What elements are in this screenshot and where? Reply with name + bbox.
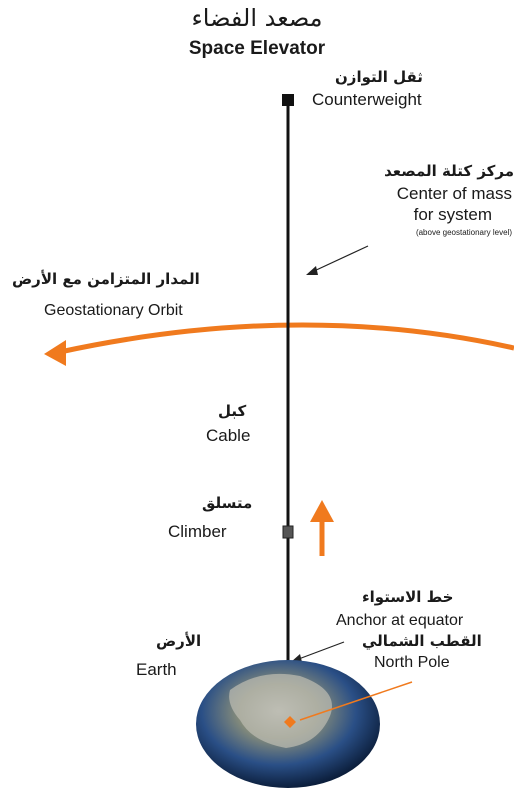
- north-pole-label-arabic: القطب الشمالي: [362, 632, 482, 650]
- equator-label-arabic: خط الاستواء: [362, 588, 454, 606]
- anchor-pointer-head: [291, 654, 302, 662]
- climber-label-arabic: متسلق: [202, 494, 253, 512]
- climber-arrowhead: [310, 500, 334, 522]
- earth-label-english: Earth: [136, 660, 177, 679]
- geostationary-orbit-arrow: [59, 322, 514, 355]
- cable-label-arabic: كبل: [218, 402, 247, 420]
- climber-label-english: Climber: [168, 522, 227, 541]
- anchor-label-english: Anchor at equator: [336, 612, 464, 629]
- counterweight-label-arabic: ثقل التوازن: [335, 68, 423, 86]
- earth-landmass: [229, 673, 332, 748]
- center-of-mass-label-arabic: مركز كتلة المصعد: [384, 162, 514, 180]
- north-pole-label-english: North Pole: [374, 654, 450, 671]
- title-english: Space Elevator: [188, 38, 326, 59]
- earth-label-arabic: الأرض: [156, 632, 202, 650]
- center-of-mass-note: (above geostationary level): [415, 228, 512, 237]
- geostationary-orbit-label-english: Geostationary Orbit: [44, 302, 183, 319]
- title-arabic: مصعد الفضاء: [191, 4, 323, 32]
- center-of-mass-pointer: [311, 245, 369, 273]
- anchor-pointer: [295, 641, 345, 661]
- north-pole-pointer: [299, 681, 413, 721]
- center-of-mass-label-line1: Center of mass: [396, 184, 512, 203]
- climber-block: [282, 525, 294, 539]
- center-of-mass-label-line2: for system: [413, 205, 492, 224]
- north-pole-marker: [284, 716, 296, 728]
- geostationary-orbit-label-arabic: المدار المتزامن مع الأرض: [12, 270, 200, 288]
- counterweight-block: [282, 94, 294, 106]
- orbit-arrowhead: [44, 340, 66, 366]
- center-of-mass-pointer-head: [306, 266, 318, 275]
- counterweight-label-english: Counterweight: [312, 90, 422, 109]
- cable-label-english: Cable: [206, 426, 251, 445]
